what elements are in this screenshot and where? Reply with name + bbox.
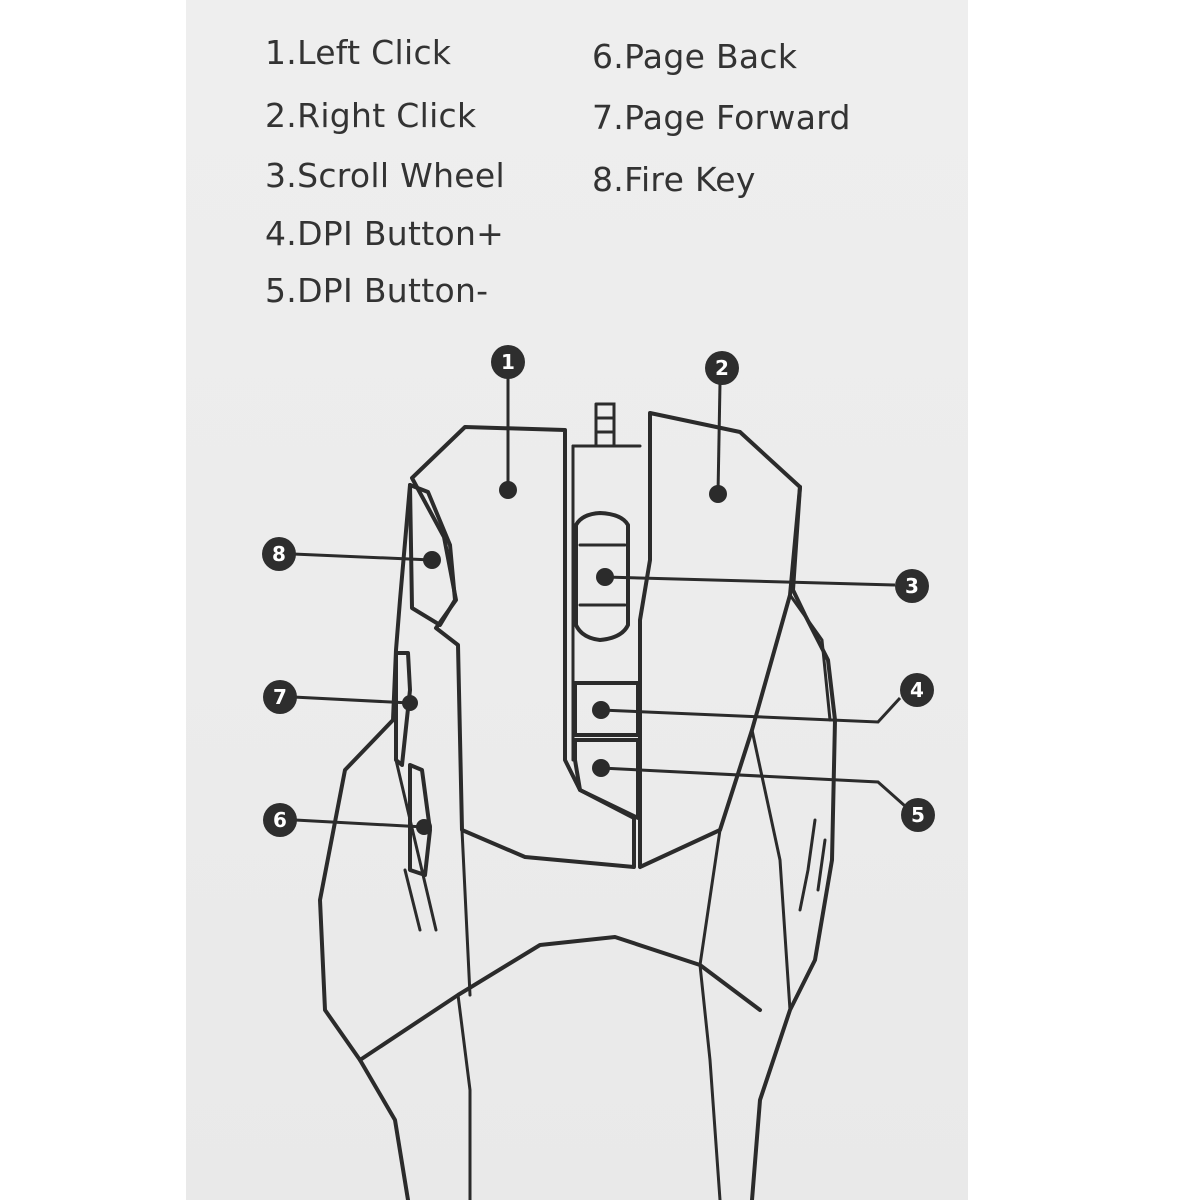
- left-side-body: [318, 483, 412, 1200]
- legend-item-scroll-wheel: 3.Scroll Wheel: [265, 156, 505, 195]
- mouse-outline: [318, 402, 837, 1200]
- callout-7-number: 7: [273, 685, 287, 709]
- callout-3: 3: [895, 569, 929, 603]
- right-button-shape: [638, 411, 802, 869]
- callout-5-number: 5: [911, 803, 925, 827]
- legend-item-dpi-plus: 4.DPI Button+: [265, 214, 505, 253]
- callout-2: 2: [705, 351, 739, 385]
- callout-7: 7: [263, 680, 297, 714]
- callout-2-number: 2: [715, 356, 729, 380]
- palm-rest-shape: [358, 935, 762, 1062]
- callout-6: 6: [263, 803, 297, 837]
- right-side-body: [750, 485, 837, 1200]
- callout-4-number: 4: [910, 678, 924, 702]
- callout-6-number: 6: [273, 808, 287, 832]
- legend-item-page-forward: 7.Page Forward: [592, 98, 851, 137]
- callout-8: 8: [262, 537, 296, 571]
- leader-lines: [292, 377, 906, 835]
- legend-item-dpi-minus: 5.DPI Button-: [265, 271, 489, 310]
- callout-markers: 1 2 3 4 5 6 7: [262, 345, 935, 837]
- callout-1: 1: [491, 345, 525, 379]
- callout-1-number: 1: [501, 350, 515, 374]
- callout-8-number: 8: [272, 542, 286, 566]
- fire-key-shape: [408, 483, 457, 627]
- legend-item-right-click: 2.Right Click: [265, 96, 477, 135]
- scroll-wheel-shape: [574, 511, 630, 642]
- page-back-shape: [408, 763, 432, 877]
- dpi-plus-shape: [573, 681, 640, 737]
- callout-5: 5: [901, 798, 935, 832]
- legend-item-left-click: 1.Left Click: [265, 33, 452, 72]
- cable-shape: [594, 402, 616, 448]
- legend-item-fire-key: 8.Fire Key: [592, 160, 756, 199]
- dpi-minus-shape: [573, 738, 640, 820]
- callout-4: 4: [900, 673, 934, 707]
- callout-3-number: 3: [905, 574, 919, 598]
- page-forward-shape: [394, 651, 412, 767]
- legend-item-page-back: 6.Page Back: [592, 37, 798, 76]
